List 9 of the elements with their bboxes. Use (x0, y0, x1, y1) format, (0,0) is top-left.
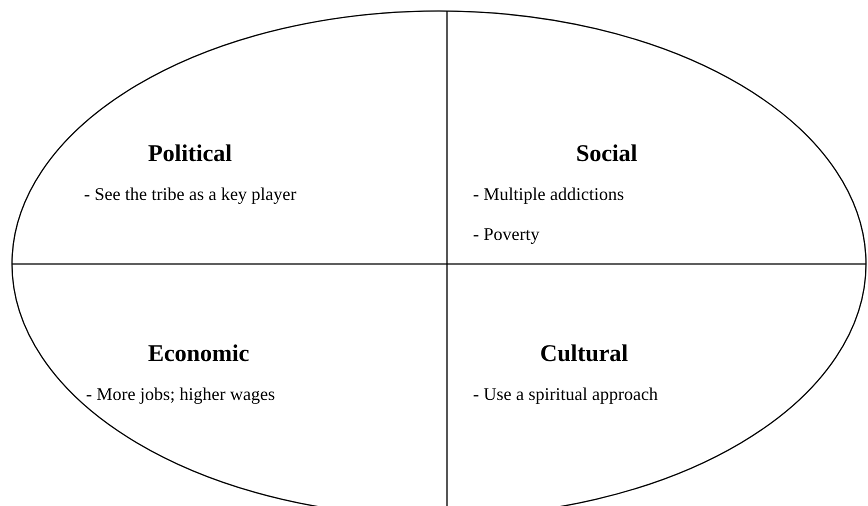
bullet-item: - Multiple addictions (473, 183, 625, 206)
quadrant-heading: Economic (148, 340, 250, 368)
quadrant-heading: Cultural (540, 340, 628, 368)
bullet-item: - More jobs; higher wages (86, 383, 276, 406)
bullet-item: - Poverty (473, 223, 540, 246)
bullet-item: - Use a spiritual approach (473, 383, 659, 406)
quadrant-heading: Social (576, 140, 638, 168)
bullet-item: - See the tribe as a key player (84, 183, 298, 206)
quadrant-heading: Political (148, 140, 232, 168)
